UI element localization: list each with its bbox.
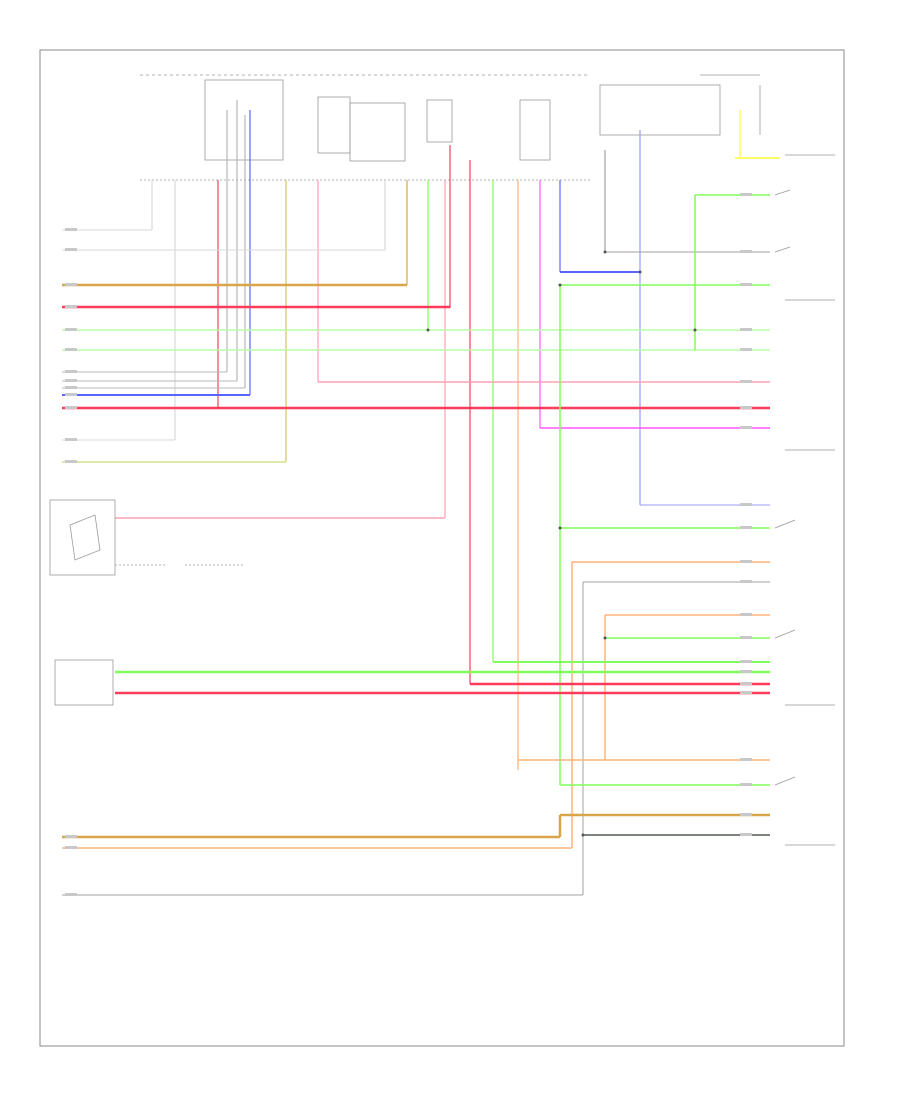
wire-tag	[65, 438, 77, 441]
wire-tag	[740, 613, 752, 616]
wire-tag	[740, 283, 752, 286]
wire-tag	[740, 670, 752, 673]
wire-tag	[740, 813, 752, 816]
wire-tag	[740, 758, 752, 761]
wire-tag	[740, 636, 752, 639]
wire-tag	[740, 328, 752, 331]
horizontal-wires	[62, 110, 780, 896]
wire-tag	[740, 691, 752, 694]
wire-tag	[65, 846, 77, 849]
splice-points	[426, 250, 697, 837]
wire-tag	[65, 248, 77, 251]
wire-tag	[65, 283, 77, 286]
wire-tag	[740, 426, 752, 429]
wire-tag	[740, 833, 752, 836]
wire-tag	[65, 406, 77, 409]
wire-tag	[740, 526, 752, 529]
wire-tag	[65, 835, 77, 838]
wire-tags	[65, 193, 752, 896]
wire-tag	[65, 460, 77, 463]
wire-tag	[740, 348, 752, 351]
wire-tag	[65, 370, 77, 373]
wire-tag	[65, 379, 77, 382]
wire-tag	[740, 406, 752, 409]
wire-tag	[740, 380, 752, 383]
wire-tag	[65, 305, 77, 308]
connector-drops	[151, 100, 641, 770]
wire-tag	[740, 660, 752, 663]
wire-tag	[740, 682, 752, 685]
wire-tag	[65, 228, 77, 231]
wire-tag	[740, 250, 752, 253]
left-components	[49, 499, 245, 706]
wire-tag	[740, 560, 752, 563]
wire-tag	[740, 193, 752, 196]
right-components	[774, 154, 835, 846]
wire-tag	[740, 783, 752, 786]
wire-tag	[65, 893, 77, 896]
wire-tag	[740, 580, 752, 583]
wire-tag	[740, 503, 752, 506]
diagram-frame	[39, 49, 845, 1047]
wire-tag	[65, 348, 77, 351]
top-component-area	[140, 74, 761, 181]
wire-tag	[65, 328, 77, 331]
wire-tag	[65, 393, 77, 396]
wire-tag	[65, 386, 77, 389]
